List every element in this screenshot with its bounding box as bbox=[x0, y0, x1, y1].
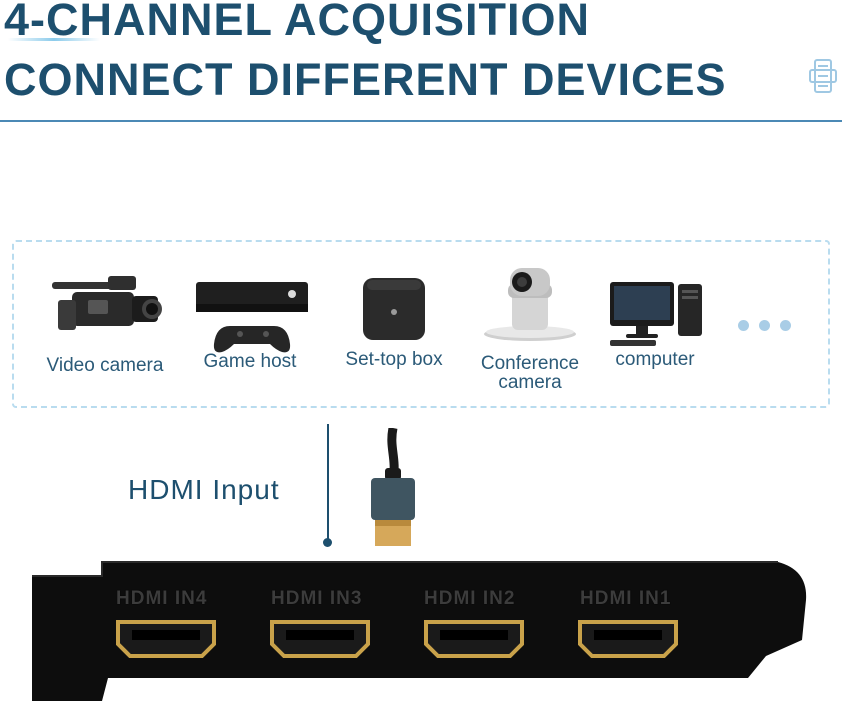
game-console-icon bbox=[196, 282, 308, 353]
device-label: Video camera bbox=[46, 355, 164, 376]
connector-line bbox=[327, 424, 329, 542]
device-panel bbox=[12, 240, 830, 408]
hdmi-cable-icon bbox=[371, 428, 415, 546]
device-computer: computer bbox=[592, 270, 718, 380]
set-top-box-icon bbox=[363, 278, 425, 340]
capture-card-bracket bbox=[32, 561, 807, 701]
page-title-line-2: CONNECT DIFFERENT DEVICES bbox=[4, 54, 727, 105]
brand-logo-icon bbox=[809, 59, 837, 93]
header-divider bbox=[0, 120, 842, 122]
device-label-line-2: camera bbox=[498, 372, 562, 393]
device-label: Set-top box bbox=[345, 349, 443, 370]
device-label: Game host bbox=[203, 351, 297, 372]
connector-dot bbox=[323, 538, 332, 547]
computer-icon bbox=[610, 282, 702, 346]
hdmi-port-in1[interactable] bbox=[578, 620, 678, 658]
hdmi-port-in2[interactable] bbox=[424, 620, 524, 658]
port-label-in2: HDMI IN2 bbox=[424, 588, 516, 609]
video-camera-icon bbox=[52, 276, 162, 330]
page-title-line-1: 4-CHANNEL ACQUISITION bbox=[4, 0, 591, 45]
port-label-in4: HDMI IN4 bbox=[116, 588, 208, 609]
device-label-line-1: Conference bbox=[480, 353, 580, 374]
port-label-in1: HDMI IN1 bbox=[580, 588, 672, 609]
device-label: computer bbox=[615, 349, 695, 370]
hdmi-port-in3[interactable] bbox=[270, 620, 370, 658]
more-devices-indicator bbox=[738, 318, 802, 332]
port-label-in3: HDMI IN3 bbox=[271, 588, 363, 609]
hdmi-port-in4[interactable] bbox=[116, 620, 216, 658]
device-video-camera: Video camera bbox=[30, 270, 180, 380]
conference-camera-icon bbox=[484, 268, 576, 341]
device-set-top-box: Set-top box bbox=[330, 270, 458, 380]
device-game-host: Game host bbox=[180, 270, 320, 380]
title-accent bbox=[8, 38, 100, 41]
hdmi-input-label: HDMI Input bbox=[128, 474, 280, 505]
device-conference-camera: Conference camera bbox=[466, 262, 594, 393]
